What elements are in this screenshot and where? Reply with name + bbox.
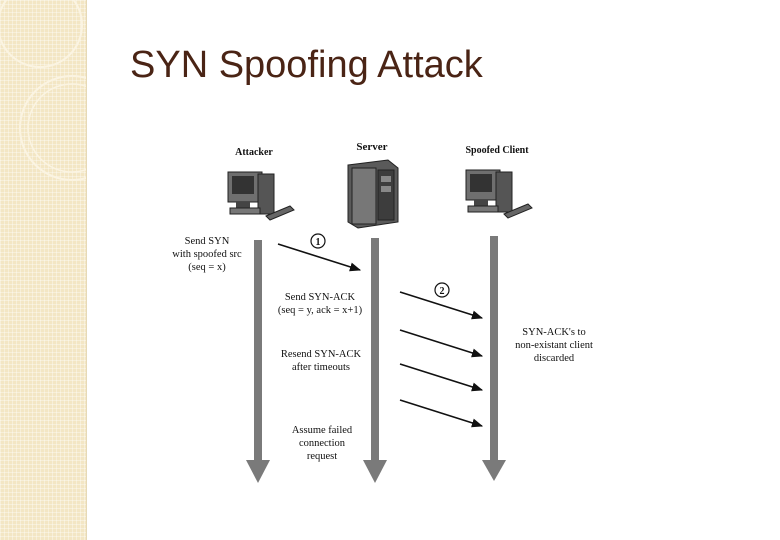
svg-text:non-existant client: non-existant client xyxy=(515,340,593,351)
attacker-computer-icon xyxy=(227,171,295,221)
synack-arrow-1 xyxy=(399,291,484,320)
svg-text:Send SYN-ACK: Send SYN-ACK xyxy=(285,292,356,303)
svg-text:after timeouts: after timeouts xyxy=(292,362,350,373)
svg-text:Send SYN: Send SYN xyxy=(185,236,230,247)
resend-label: Resend SYN-ACK after timeouts xyxy=(281,349,362,373)
step-1-marker: 1 xyxy=(310,233,326,249)
synack-arrow-2 xyxy=(399,329,484,358)
client-timeline xyxy=(482,236,506,481)
send-synack-label: Send SYN-ACK (seq = y, ack = x+1) xyxy=(278,292,363,316)
sidebar-edge xyxy=(86,0,87,540)
syn-arrow xyxy=(277,243,362,272)
synack-arrow-3 xyxy=(399,363,484,392)
attacker-label: Attacker xyxy=(235,147,273,158)
svg-text:discarded: discarded xyxy=(534,353,575,364)
svg-text:connection: connection xyxy=(299,438,346,449)
svg-text:with spoofed src: with spoofed src xyxy=(172,249,242,260)
server-label: Server xyxy=(356,141,387,153)
svg-text:1: 1 xyxy=(316,237,321,248)
discarded-label: SYN-ACK's to non-existant client discard… xyxy=(515,327,593,364)
svg-text:request: request xyxy=(307,451,337,462)
attacker-timeline xyxy=(246,240,270,483)
step-2-marker: 2 xyxy=(434,282,450,298)
svg-text:(seq = x): (seq = x) xyxy=(188,262,226,273)
spoofed-client-label: Spoofed Client xyxy=(465,145,529,156)
svg-text:Assume failed: Assume failed xyxy=(292,425,353,436)
sidebar-circles-decoration xyxy=(0,0,86,181)
svg-text:Resend SYN-ACK: Resend SYN-ACK xyxy=(281,349,362,360)
assume-failed-label: Assume failed connection request xyxy=(292,425,353,462)
server-tower-icon xyxy=(347,159,399,229)
server-timeline xyxy=(363,238,387,483)
slide-title: SYN Spoofing Attack xyxy=(130,44,483,86)
svg-text:2: 2 xyxy=(440,286,445,297)
svg-text:(seq = y, ack = x+1): (seq = y, ack = x+1) xyxy=(278,305,363,316)
client-computer-icon xyxy=(465,169,533,219)
decorative-sidebar xyxy=(0,0,86,540)
svg-text:SYN-ACK's to: SYN-ACK's to xyxy=(522,327,585,338)
send-syn-label: Send SYN with spoofed src (seq = x) xyxy=(172,236,242,273)
synack-arrow-4 xyxy=(399,399,484,428)
